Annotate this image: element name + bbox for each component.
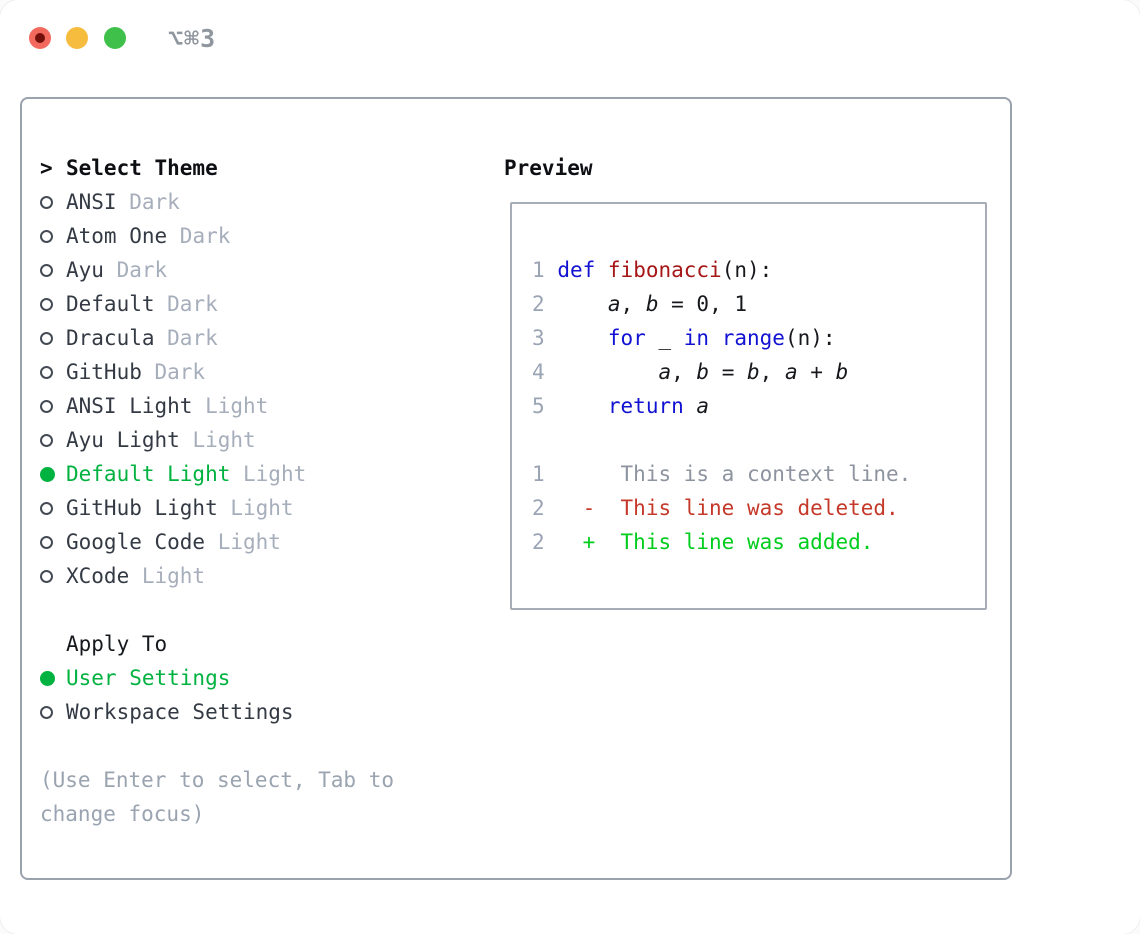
preview-title: Preview [504,156,593,180]
titlebar: ⌥⌘3 [0,0,1140,76]
theme-variant: Dark [154,292,218,316]
theme-name: XCode [66,564,130,588]
theme-variant: Light [192,394,269,418]
theme-variant: Dark [103,258,168,282]
theme-name: ANSI Light [66,394,193,418]
line-number: 2 [532,292,545,316]
theme-option[interactable]: Google Code Light [40,525,490,559]
theme-name: Ayu Light [66,428,180,452]
radio-unselected-icon [40,501,53,515]
apply-option-label: Workspace Settings [66,700,294,724]
theme-variant: Light [129,564,206,588]
code-line: 2 a, b = 0, 1 [532,292,748,316]
apply-to-header: Apply To [40,627,490,661]
theme-variant: Light [179,428,256,452]
zoom-button[interactable] [104,27,126,49]
theme-option[interactable]: Default Light Light [40,457,490,491]
theme-name: Dracula [66,326,155,350]
code-line: 4 a, b = b, a + b [532,360,849,384]
theme-option[interactable]: XCode Light [40,559,490,593]
theme-option[interactable]: ANSI Dark [40,185,490,219]
radio-unselected-icon [40,569,53,583]
theme-variant: Dark [141,360,206,384]
theme-variant: Light [217,496,294,520]
line-number: 4 [532,360,545,384]
apply-option-label: User Settings [66,666,231,690]
radio-unselected-icon [40,297,53,311]
code-line: 1 def fibonacci(n): [532,258,773,282]
focus-caret-icon: > [40,156,53,180]
spacer [40,593,490,627]
minimize-button[interactable] [66,27,88,49]
code-line: 1 This is a context line. [532,462,912,486]
theme-name: GitHub Light [66,496,218,520]
line-number: 3 [532,326,545,350]
code-line: 2 + This line was added. [532,530,874,554]
line-number: 2 [532,530,545,554]
theme-option[interactable]: Ayu Light Light [40,423,490,457]
radio-unselected-icon [40,535,53,549]
apply-option[interactable]: Workspace Settings [40,695,490,729]
theme-variant: Light [205,530,281,554]
theme-name: Default Light [66,462,231,486]
code-line [532,423,985,457]
radio-unselected-icon [40,263,53,277]
theme-option[interactable]: Ayu Dark [40,253,490,287]
apply-to-title: Apply To [66,632,168,656]
radio-unselected-icon [40,331,53,345]
window-title: ⌥⌘3 [168,24,217,53]
theme-variant: Dark [116,190,180,214]
theme-option[interactable]: GitHub Dark [40,355,490,389]
line-number: 1 [532,462,545,486]
radio-unselected-icon [40,705,53,719]
theme-name: Atom One [66,224,168,248]
hint-text: (Use Enter to select, Tab to change focu… [40,768,395,826]
theme-name: ANSI [66,190,117,214]
theme-name: GitHub [66,360,142,384]
code-line: 2 - This line was deleted. [532,496,899,520]
radio-selected-icon [40,670,55,686]
radio-unselected-icon [40,195,53,209]
line-number: 5 [532,394,545,418]
radio-selected-icon [40,466,55,482]
theme-option[interactable]: Atom One Dark [40,219,490,253]
line-number: 1 [532,258,545,282]
spacer [40,729,490,763]
radio-unselected-icon [40,433,53,447]
theme-variant: Dark [167,224,231,248]
radio-unselected-icon [40,229,53,243]
theme-option[interactable]: ANSI Light Light [40,389,490,423]
theme-variant: Dark [154,326,218,350]
close-button[interactable] [29,27,51,49]
code-line: 5 return a [532,394,710,418]
theme-name: Ayu [66,258,104,282]
theme-name: Default [66,292,155,316]
radio-unselected-icon [40,399,53,413]
radio-unselected-icon [40,365,53,379]
theme-variant: Light [230,462,307,486]
preview-code: 1 def fibonacci(n): 2 a, b = 0, 1 3 for _ … [532,253,985,559]
theme-option[interactable]: GitHub Light Light [40,491,490,525]
select-theme-header: > Select Theme [40,151,490,185]
select-theme-title: Select Theme [66,156,218,180]
theme-name: Google Code [66,530,206,554]
preview-box: 1 def fibonacci(n): 2 a, b = 0, 1 3 for _ … [510,202,987,610]
theme-option[interactable]: Default Dark [40,287,490,321]
theme-option[interactable]: Dracula Dark [40,321,490,355]
code-line: 3 for _ in range(n): [532,326,836,350]
apply-option[interactable]: User Settings [40,661,490,695]
line-number: 2 [532,496,545,520]
